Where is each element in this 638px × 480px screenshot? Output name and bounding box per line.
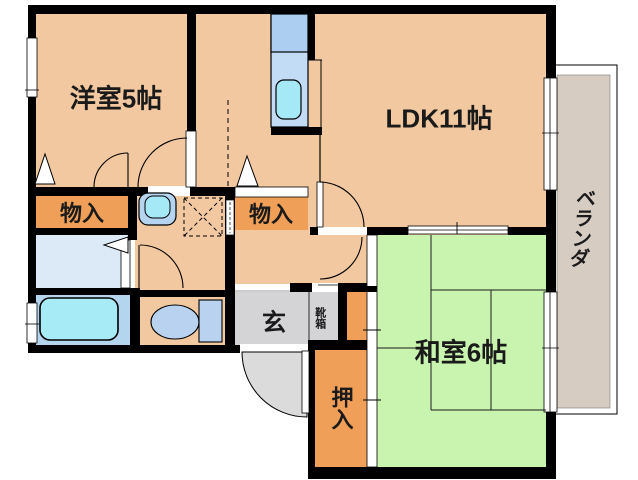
label-western-room: 洋室5帖 bbox=[69, 83, 163, 114]
room-japanese bbox=[377, 235, 546, 467]
walls bbox=[28, 5, 556, 479]
label-storage-1: 物入 bbox=[59, 201, 105, 226]
room-entrance bbox=[235, 292, 338, 347]
tatami-lines bbox=[377, 235, 546, 411]
room-shoebox bbox=[347, 292, 367, 347]
washing-machine-area bbox=[183, 197, 223, 237]
entrance-door bbox=[241, 350, 310, 418]
bathtub bbox=[39, 297, 119, 341]
room-closet bbox=[315, 350, 367, 467]
window-ticks bbox=[25, 78, 559, 412]
doors bbox=[93, 130, 365, 289]
kitchen-sink bbox=[275, 79, 302, 120]
label-entrance: 玄 bbox=[262, 309, 286, 337]
toilet bbox=[150, 299, 223, 343]
label-japanese-room: 和室6帖 bbox=[414, 337, 508, 368]
closet-door-triangles bbox=[34, 152, 259, 254]
label-closet: 押入 bbox=[328, 386, 354, 430]
room-storage-2 bbox=[235, 197, 308, 230]
wash-basin bbox=[138, 192, 177, 226]
veranda-area bbox=[551, 64, 618, 415]
wall-openings bbox=[148, 186, 367, 354]
windows bbox=[26, 37, 558, 413]
sliding-doors bbox=[225, 186, 509, 468]
room-storage-1 bbox=[36, 196, 128, 228]
label-storage-2: 物入 bbox=[248, 202, 294, 227]
label-shoe-box: 靴箱 bbox=[313, 307, 326, 329]
kitchen-unit bbox=[270, 13, 322, 128]
label-ldk: LDK11帖 bbox=[385, 103, 493, 134]
